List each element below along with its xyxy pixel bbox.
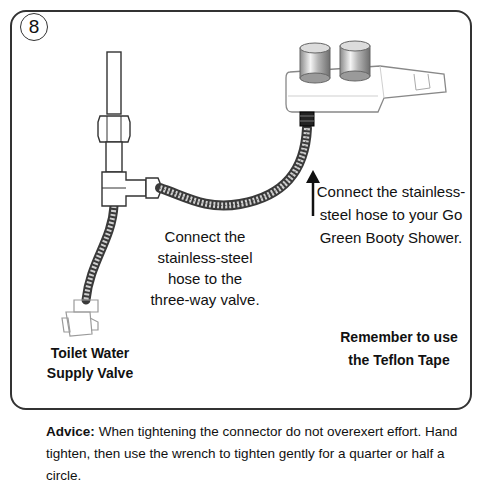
callout-note: Connect the stainless-steel hose to the … xyxy=(147,226,263,310)
step-number: 8 xyxy=(29,17,40,37)
advice-paragraph: Advice:When tightening the connector do … xyxy=(46,421,466,487)
step-panel: Connect the stainless-steel hose to your… xyxy=(10,10,472,410)
part-label: Toilet Water Supply Valve xyxy=(34,343,146,383)
reminder-note: Remember to use the Teflon Tape xyxy=(334,326,464,372)
step-number-circle: 8 xyxy=(20,13,48,41)
advice-text: When tightening the connector do not ove… xyxy=(46,424,457,483)
advice-heading: Advice: xyxy=(46,424,95,439)
callout-note: Connect the stainless-steel hose to your… xyxy=(315,180,467,249)
